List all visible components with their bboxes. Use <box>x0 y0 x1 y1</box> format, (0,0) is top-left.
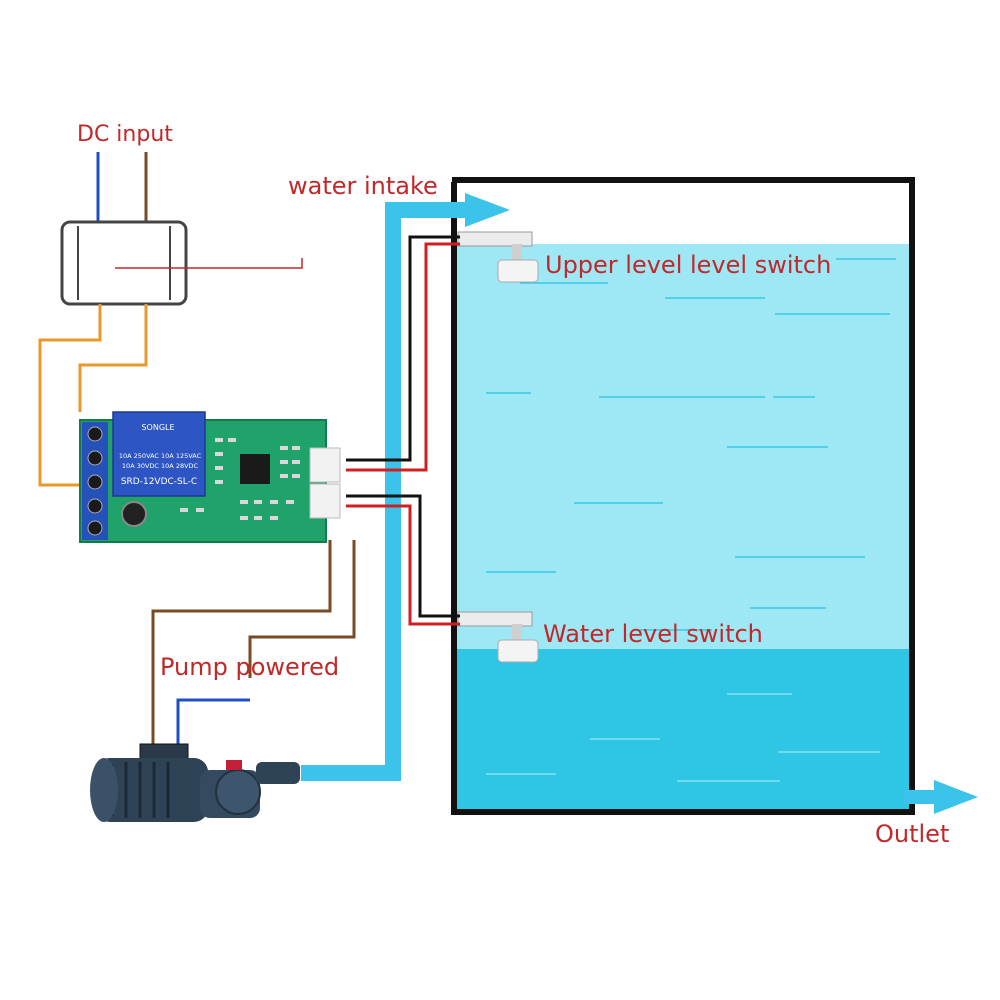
relay-brand: SONGLE <box>141 423 174 432</box>
pump-powered-label: Pump powered <box>160 653 339 681</box>
lower-level-switch <box>457 611 539 663</box>
water-ripples <box>486 258 896 782</box>
water-pump <box>90 743 300 822</box>
wire-orange-2 <box>78 304 148 412</box>
wire-orange-1 <box>38 304 102 487</box>
power-wires <box>38 304 148 487</box>
upper-switch-label: Upper level level switch <box>545 251 831 279</box>
outlet-label: Outlet <box>875 820 949 848</box>
wire-black-upper <box>346 235 460 462</box>
pump-outlet-port <box>256 762 300 784</box>
wire-brown-pump-2 <box>248 540 356 678</box>
water-intake-label: water intake <box>288 172 438 200</box>
wire-blue-pump <box>176 698 250 748</box>
water-tank <box>451 177 915 815</box>
lower-water <box>454 649 910 809</box>
wire-brown-pump-1 <box>151 540 332 748</box>
wire-red-upper <box>346 242 460 472</box>
labels: DC input water intake Upper level level … <box>77 122 949 848</box>
dc-input-label: DC input <box>77 122 173 147</box>
relay-spec-1: 10A 250VAC 10A 125VAC <box>119 452 202 460</box>
outlet-pipe <box>904 780 978 814</box>
relay-body <box>112 411 206 497</box>
ic-chip <box>240 454 270 484</box>
dc-converter-box <box>60 220 303 306</box>
pump-motor <box>96 758 208 822</box>
pump-valve <box>226 760 242 770</box>
converter-signal-line <box>115 258 303 269</box>
upper-water <box>454 244 910 649</box>
wire-red-lower <box>346 504 460 626</box>
outlet-arrow <box>934 780 978 814</box>
connector-upper <box>309 447 341 483</box>
capacitor <box>121 501 147 527</box>
intake-pipe <box>301 193 510 781</box>
upper-level-switch <box>457 231 539 283</box>
relay-module: SONGLE 10A 250VAC 10A 125VAC 10A 30VDC 1… <box>79 411 341 543</box>
terminal-screws <box>87 426 103 536</box>
water-level-switch-label: Water level switch <box>543 620 763 648</box>
intake-arrow <box>465 193 510 227</box>
relay-model: SRD-12VDC-SL-C <box>121 477 197 487</box>
smd-components <box>180 438 300 520</box>
wire-black-lower <box>346 494 460 618</box>
pump-volute <box>215 769 261 815</box>
relay-spec-2: 10A 30VDC 10A 28VDC <box>122 462 199 470</box>
tank-outline <box>451 177 915 815</box>
connector-lower <box>309 483 341 519</box>
sensor-wires <box>346 235 460 626</box>
dc-input-wires <box>96 152 148 222</box>
pump-wires <box>151 540 356 748</box>
motor-end-cap <box>90 758 118 822</box>
